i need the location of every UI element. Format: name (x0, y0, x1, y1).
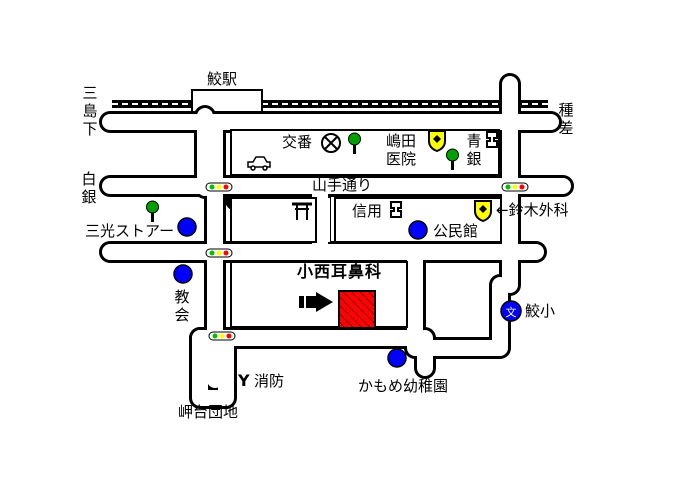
car-icon (247, 156, 271, 171)
school-icon: 文 (500, 300, 522, 322)
police-box-icon (321, 133, 341, 153)
traffic-signal (501, 182, 529, 192)
bank-key-icon (390, 201, 402, 218)
bank-key-icon (486, 131, 498, 148)
shinyo-label: 信用 (352, 202, 383, 220)
railway (112, 100, 548, 108)
tanesashi-label: 種差 (558, 101, 574, 137)
community-hall-marker (408, 220, 428, 240)
store-marker (177, 217, 197, 237)
traffic-signal (208, 331, 236, 341)
tree-icon (348, 132, 361, 154)
traffic-signal (205, 248, 233, 258)
station-label: 鮫駅 (207, 70, 238, 88)
sannohe-label: 三島下 (82, 84, 98, 138)
kindergarten-label: かもめ幼稚園 (358, 377, 449, 395)
koban-label: 交番 (282, 133, 313, 151)
tree-icon (446, 148, 459, 170)
shimada-clinic-label: 嶋田医院 (386, 132, 417, 168)
bank-icon (428, 130, 446, 153)
community-hall-label: 公民館 (433, 222, 479, 240)
tree-icon (146, 200, 159, 222)
church-label: 教会 (174, 288, 190, 324)
arrow-icon (299, 292, 333, 312)
same-school-label: 鮫小 (525, 302, 556, 320)
fire-station-icon: Y (238, 371, 250, 390)
school-mark: 文 (506, 305, 517, 319)
sanko-store-label: 三光ストアー (85, 222, 175, 240)
traffic-signal (205, 182, 233, 192)
suzuki-surgery-label: ←鈴木外科 (496, 201, 569, 219)
shirogane-label: 白銀 (81, 170, 97, 206)
fire-station-label: 消防 (254, 372, 285, 390)
yamate-street-label: 山手通り (312, 176, 373, 194)
target-clinic (338, 290, 376, 329)
misaki-danchi-label: 岬台団地 (178, 403, 239, 421)
shrine-torii-icon (292, 202, 312, 220)
roads-fill (102, 76, 571, 406)
bank-icon (474, 200, 492, 223)
clinic-name-label: 小西耳鼻科 (297, 262, 383, 281)
church-marker (173, 264, 193, 284)
aogin-label: 青銀 (466, 132, 482, 168)
kindergarten-marker (387, 348, 407, 368)
